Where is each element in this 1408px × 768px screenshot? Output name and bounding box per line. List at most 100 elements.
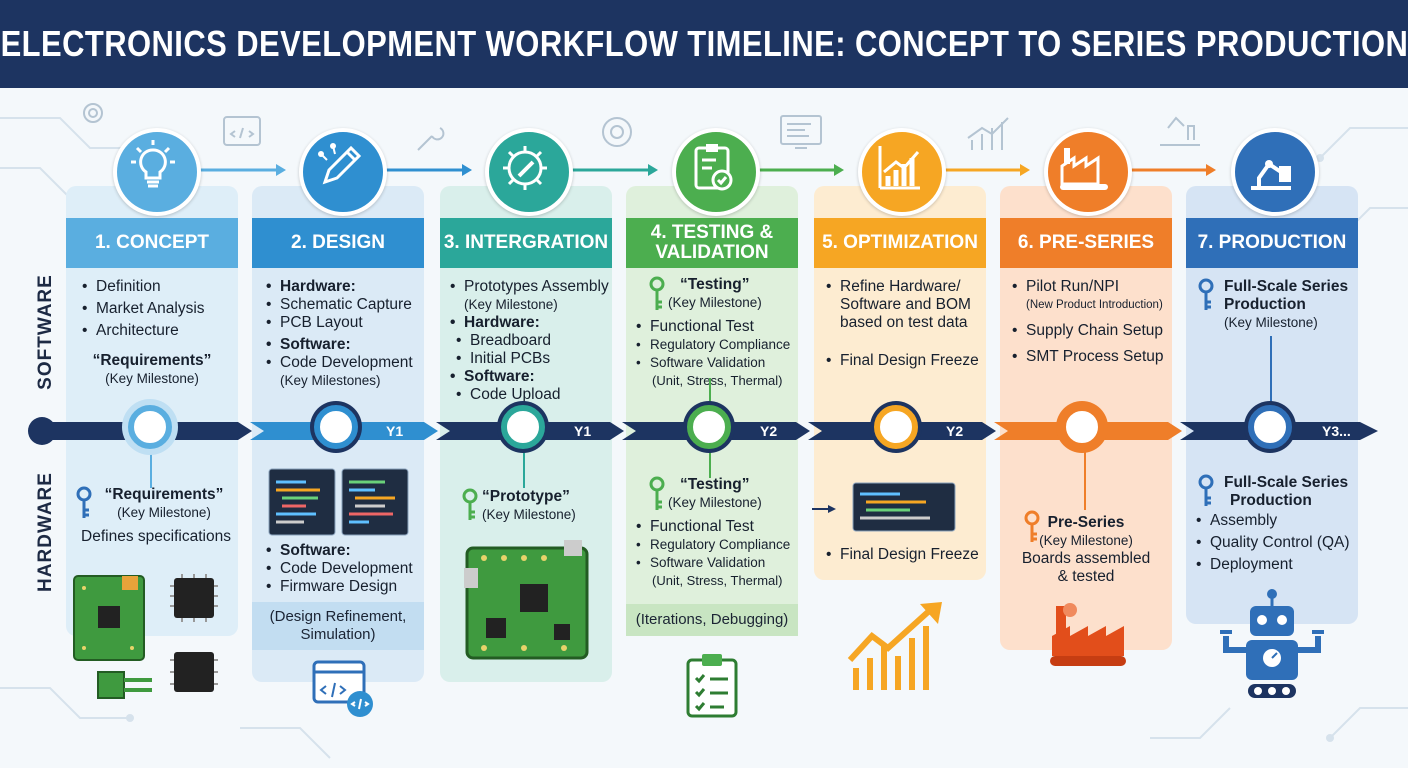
list-item: Firmware Design (266, 578, 413, 596)
connector-line (150, 444, 152, 488)
stage-testing-header: 4. TESTING &VALIDATION (626, 218, 798, 268)
milestone-title: “Prototype” (482, 488, 570, 505)
factory-icon (1050, 603, 1126, 666)
list-item: Assembly (1196, 512, 1358, 530)
production-icon-circle (1231, 128, 1319, 216)
pencil-icon (318, 143, 362, 185)
timeline-arrow (28, 417, 1378, 445)
robot-icon (1220, 589, 1324, 698)
connector-line (709, 378, 711, 406)
list-item: Breadboard (450, 332, 612, 350)
list-item: Refine Hardware/ (826, 278, 986, 296)
milestone-title: Pre-Series (1047, 514, 1125, 531)
list-heading: Hardware: (266, 278, 424, 296)
list-heading: Software: (266, 336, 424, 354)
list-item: SMT Process Setup (1012, 348, 1172, 366)
gear-wrench-icon (503, 146, 547, 190)
milestone-title: “Requirements” (104, 486, 224, 503)
integration-icon-circle (485, 128, 573, 216)
milestone-label: (Key Milestone) (464, 297, 558, 312)
list-item: Functional Test (636, 318, 798, 336)
clipboard-icon (686, 654, 738, 718)
milestone-title: Production (1230, 492, 1312, 509)
milestone-label: (Key Milestone) (1039, 533, 1133, 548)
stage-testing-column: 4. TESTING &VALIDATION “Testing” (Key Mi… (626, 186, 798, 636)
list-item: Final Design Freeze (826, 352, 986, 370)
stage-design-header: 2. DESIGN (252, 218, 424, 268)
key-icon (1198, 474, 1214, 506)
list-item: Market Analysis (82, 300, 205, 318)
lane-label-software: SOFTWARE (35, 274, 56, 390)
list-item: Deployment (1196, 556, 1358, 574)
list-item: Quality Control (QA) (1196, 534, 1358, 552)
lane-label-hardware: HARDWARE (35, 472, 56, 592)
connector-line (1270, 336, 1272, 406)
design-footer: (Design Refinement, Simulation) (252, 602, 424, 650)
key-icon (76, 486, 92, 518)
milestone-label: (Key Milestones) (280, 373, 381, 388)
timeline-node-testing (687, 405, 731, 449)
milestone-label: (Key Milestone) (117, 505, 211, 520)
key-icon (649, 476, 665, 510)
list-heading: Software: (450, 368, 612, 386)
list-item: Software Validation (636, 354, 798, 372)
year-label: Y3... (1322, 423, 1351, 439)
milestone-label: (Key Milestone) (105, 371, 199, 386)
title-bar: ELECTRONICS DEVELOPMENT WORKFLOW TIMELIN… (0, 0, 1408, 88)
integration-hw-milestone: “Prototype” (Key Milestone) (460, 488, 610, 524)
year-label: Y1 (386, 423, 404, 439)
list-heading: Software: (266, 542, 413, 560)
list-item: Prototypes Assembly (450, 278, 612, 296)
optimization-icon-circle (858, 128, 946, 216)
production-hw-block: Full-Scale Series Production Assembly Qu… (1196, 474, 1358, 574)
lightbulb-icon (131, 140, 175, 188)
list-item: Architecture (82, 322, 205, 340)
chips-icon (73, 574, 218, 699)
connector-icons (83, 103, 1216, 176)
list-item: Definition (82, 278, 205, 296)
milestone-title: Production (1224, 296, 1306, 313)
preseries-hw-milestone: Pre-Series (Key Milestone) Boards assemb… (1000, 510, 1172, 586)
stage-integration-header: 3. INTERGRATION (440, 218, 612, 268)
production-sw-milestone: Full-Scale Series Production (Key Milest… (1196, 278, 1358, 332)
connector-line (1084, 444, 1086, 510)
list-item: Code Upload (450, 386, 612, 404)
list-item: Final Design Freeze (826, 546, 979, 564)
concept-sw-milestone: “Requirements” (Key Milestone) (66, 352, 238, 388)
list-sub: (Unit, Stress, Thermal) (652, 573, 783, 588)
connector-line (709, 444, 711, 478)
list-item: Regulatory Compliance (636, 336, 798, 354)
stage-production-header: 7. PRODUCTION (1186, 218, 1358, 268)
timeline-node-production (1248, 405, 1292, 449)
milestone-label: (Key Milestone) (482, 507, 576, 522)
list-item: Code Development (266, 560, 413, 578)
integration-sw-list: Prototypes Assembly (Key Milestone) Hard… (450, 278, 612, 404)
stage-concept-header: 1. CONCEPT (66, 218, 238, 268)
stage-optimization-column: 5. OPTIMIZATION Refine Hardware/ Softwar… (814, 186, 986, 580)
stage-optimization-header: 5. OPTIMIZATION (814, 218, 986, 268)
milestone-title: “Requirements” (92, 352, 212, 369)
milestone-label: (Key Milestone) (668, 295, 762, 310)
milestone-title: Full-Scale Series (1224, 278, 1349, 295)
preseries-hw-line: Boards assembled (1021, 550, 1151, 567)
list-item-cont: Software and BOM (840, 296, 971, 313)
preseries-hw-line: & tested (1057, 568, 1115, 585)
header-line: VALIDATION (655, 242, 769, 263)
list-item: Regulatory Compliance (636, 536, 798, 554)
timeline-node-optimization (874, 405, 918, 449)
concept-icon-circle (113, 128, 201, 216)
list-heading: Hardware: (450, 314, 612, 332)
connector-line (523, 444, 525, 488)
optimization-sw-block: Refine Hardware/ Software and BOM based … (826, 278, 986, 370)
stage-preseries-header: 6. PRE-SERIES (1000, 218, 1172, 268)
concept-sw-list: Definition Market Analysis Architecture (82, 278, 205, 340)
preseries-icon-circle (1044, 128, 1132, 216)
list-item: Schematic Capture (266, 296, 424, 314)
list-sub: (Unit, Stress, Thermal) (652, 373, 783, 388)
pcb-board-icon (464, 540, 589, 660)
year-label: Y2 (946, 423, 964, 439)
small-arrow-icon (812, 505, 836, 513)
key-icon (1198, 278, 1214, 310)
key-icon (649, 276, 665, 310)
concept-hw-milestone: “Requirements” (Key Milestone) Defines s… (74, 486, 238, 546)
